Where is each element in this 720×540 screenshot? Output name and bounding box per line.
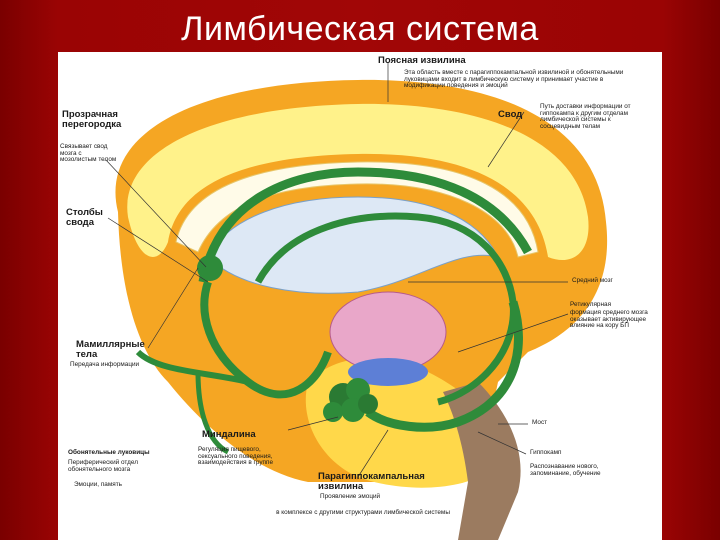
- label-septum-desc: Связывает свод мозга с мозолистым телом: [60, 143, 117, 164]
- fornix-arc: [198, 167, 532, 283]
- hippocampus-arc: [365, 300, 523, 432]
- pointer-lines: [105, 62, 569, 478]
- limbic-diagram-svg: [105, 62, 608, 540]
- label-midbrain: Средний мозг: [572, 277, 613, 284]
- label-olfactory-desc: Периферический отдел обонятельного мозга: [68, 459, 138, 473]
- label-pons: Мост: [532, 419, 548, 426]
- label-columns-title: Столбы свода: [66, 207, 103, 228]
- label-cingulate-title: Поясная извилина: [378, 55, 466, 66]
- label-hippocampus-title: Гиппокамп: [530, 449, 562, 456]
- olfactory-branch: [195, 371, 230, 455]
- label-mammillary-desc: Передача информации: [70, 361, 140, 368]
- pons-shape: [348, 358, 428, 386]
- label-mammillary-title: Мамиллярные тела: [76, 339, 145, 360]
- label-amygdala-title: Миндалина: [202, 429, 256, 440]
- label-reticular-title: Ретикулярная: [570, 301, 612, 308]
- label-parahippocampal-title: Парагиппокампальная извилина: [318, 471, 425, 492]
- label-cingulate-desc: Эта область вместе с парагиппокампальной…: [404, 69, 624, 90]
- mammillary-body: [197, 255, 223, 281]
- label-hippocampus-desc: Распознавание нового, запоминание, обуче…: [530, 463, 601, 477]
- label-parahippocampal-desc: Проявление эмоций: [320, 493, 381, 500]
- fornix-inner: [254, 212, 517, 406]
- olfactory-tract: [135, 349, 249, 385]
- diagram-panel: Поясная извилина Эта область вместе с па…: [58, 52, 662, 540]
- label-fornix-title: Свод: [498, 109, 523, 120]
- label-amygdala-desc: Регуляция пищевого, сексуального поведен…: [198, 446, 274, 467]
- label-fornix-desc: Путь доставки информации от гиппокампа к…: [540, 103, 631, 131]
- label-parahippocampal-desc2: в комплексе с другими структурами лимбич…: [276, 509, 450, 516]
- label-reticular-desc: формация среднего мозга оказывает активи…: [570, 309, 648, 330]
- slide-title: Лимбическая система: [181, 10, 539, 48]
- label-olfactory-title: Обонятельные луковицы: [68, 449, 150, 456]
- label-olfactory-desc2: Эмоции, память: [74, 481, 122, 488]
- cingulate-gyrus: [127, 103, 589, 261]
- label-septum-title: Прозрачная перегородка: [62, 109, 122, 130]
